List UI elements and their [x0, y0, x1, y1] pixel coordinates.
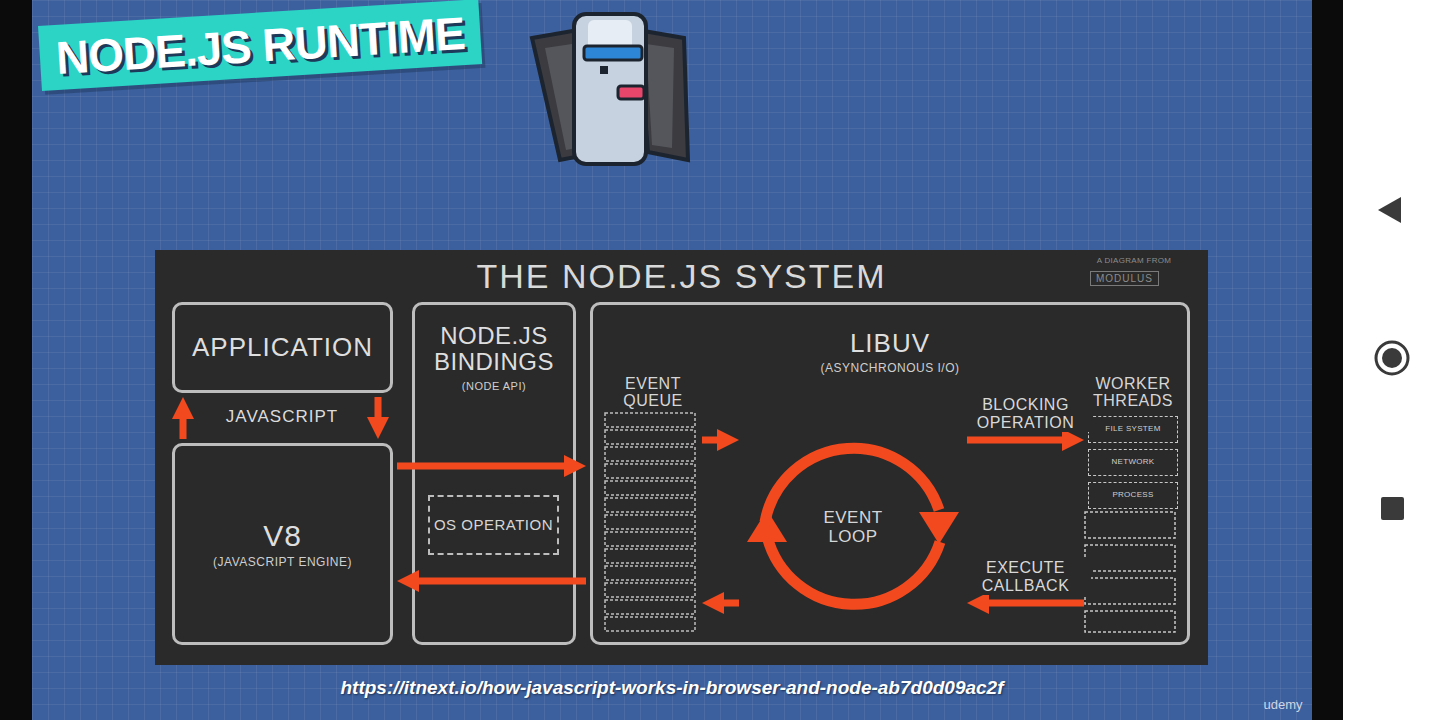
- worker-cell-empty: [1085, 545, 1175, 571]
- queue-cell: [605, 600, 695, 614]
- worker-cell: FILE SYSTEM: [1088, 416, 1178, 443]
- node-title: V8: [263, 519, 302, 552]
- text-group: THE NODE.JS SYSTEM: [476, 258, 886, 295]
- node-title: WORKER THREADS: [1082, 375, 1184, 410]
- worker-cell: NETWORK: [1088, 449, 1178, 476]
- label-holder: A DIAGRAM FROM: [1086, 257, 1182, 266]
- arrow-connector: [967, 437, 1070, 444]
- queue-cell: [605, 481, 695, 495]
- watermark-text: A DIAGRAM FROM: [1086, 257, 1182, 266]
- node-title: EVENT QUEUE: [602, 375, 704, 410]
- worker-threads-stack: WORKER THREADSFILE SYSTEMNETWORKPROCESS: [1088, 416, 1178, 635]
- label-holder: JAVASCRIPT: [212, 408, 352, 427]
- node-title: APPLICATION: [192, 333, 373, 362]
- node-title: EVENT LOOP: [808, 509, 898, 546]
- watermark-logo: MODULUS: [1090, 271, 1159, 286]
- arrow-connector: [981, 600, 1084, 607]
- loop-arrowhead: [747, 510, 787, 542]
- node-title: NETWORK: [1112, 458, 1155, 467]
- queue-cell: [605, 617, 695, 631]
- text-group: FILE SYSTEM: [1105, 425, 1160, 434]
- text-group: EVENT QUEUE: [602, 375, 704, 410]
- queue-cell: [605, 464, 695, 478]
- os-operation-box: OS OPERATION: [428, 495, 559, 555]
- worker-cell-empty: [1085, 611, 1175, 632]
- label-holder: udemy: [1258, 698, 1308, 712]
- node-title: OS OPERATION: [434, 517, 553, 534]
- worker-cell-empty: [1085, 578, 1175, 604]
- node-title: THE NODE.JS SYSTEM: [476, 258, 886, 295]
- arrow-connector: [411, 578, 586, 585]
- loop-arrowhead: [919, 512, 959, 544]
- text-group: OS OPERATION: [434, 517, 553, 534]
- text-group: LIBUV (ASYNCHRONOUS I/O): [820, 329, 959, 375]
- source-url: https://itnext.io/how-javascript-works-i…: [32, 678, 1312, 699]
- label-holder: MODULUS: [1090, 268, 1159, 286]
- udemy-watermark: udemy: [1258, 698, 1308, 712]
- event-loop-circle: EVENT LOOP: [743, 418, 963, 638]
- system-panel: THE NODE.JS SYSTEM APPLICATION V8 (JAVASCRI…: [155, 250, 1208, 665]
- queue-cell: [605, 413, 695, 427]
- queue-cell: [605, 515, 695, 529]
- text-group: NETWORK: [1112, 458, 1155, 467]
- text-group: PROCESS: [1112, 491, 1153, 500]
- event-queue-stack: EVENT QUEUE: [608, 416, 698, 635]
- text-group: APPLICATION: [192, 333, 373, 362]
- queue-cell: [605, 549, 695, 563]
- bindings-box: NODE.JS BINDINGS (NODE API) OS OPERATION: [412, 302, 576, 645]
- edge-label-text: EXECUTE CALLBACK: [961, 559, 1091, 594]
- text-group: EVENT LOOP: [808, 509, 898, 546]
- node-title: PROCESS: [1112, 491, 1153, 500]
- edge-label-text: BLOCKING OPERATION: [961, 396, 1091, 431]
- worker-cell: PROCESS: [1088, 482, 1178, 509]
- node-title: LIBUV: [850, 329, 930, 358]
- text-group: V8 (JAVASCRIPT ENGINE): [213, 519, 352, 569]
- robot-illustration: [532, 14, 688, 164]
- arrow-connector: [375, 397, 382, 425]
- arrow-connector: [397, 463, 572, 470]
- queue-cell: [605, 430, 695, 444]
- arrow-connector: [716, 600, 739, 607]
- language-label: JAVASCRIPT: [212, 408, 352, 427]
- node-title: FILE SYSTEM: [1105, 425, 1160, 434]
- engine-box: V8 (JAVASCRIPT ENGINE): [172, 443, 393, 645]
- edge-label: EXECUTE CALLBACK: [961, 559, 1091, 595]
- node-title: NODE.JS BINDINGS: [415, 323, 573, 376]
- queue-cell: [605, 532, 695, 546]
- edge-label: BLOCKING OPERATION: [961, 396, 1091, 432]
- arrow-connector: [702, 437, 725, 444]
- queue-cell: [605, 566, 695, 580]
- application-box: APPLICATION: [172, 302, 393, 393]
- queue-cell: [605, 447, 695, 461]
- arrow-connector: [180, 411, 187, 439]
- queue-cell: [605, 498, 695, 512]
- libuv-box: LIBUV (ASYNCHRONOUS I/O) EVENT QUEUE EVENT …: [590, 302, 1190, 645]
- node-subtitle: (NODE API): [462, 380, 526, 392]
- node-subtitle: (JAVASCRIPT ENGINE): [213, 556, 352, 569]
- nav-icons: [1376, 197, 1408, 520]
- loop-arc: [767, 536, 940, 604]
- node-subtitle: (ASYNCHRONOUS I/O): [820, 362, 959, 375]
- queue-cell: [605, 583, 695, 597]
- text-group: NODE.JS BINDINGS (NODE API): [415, 323, 573, 392]
- text-group: WORKER THREADS: [1082, 375, 1184, 410]
- worker-cell-empty: [1085, 512, 1175, 538]
- label-holder: https://itnext.io/how-javascript-works-i…: [32, 678, 1312, 699]
